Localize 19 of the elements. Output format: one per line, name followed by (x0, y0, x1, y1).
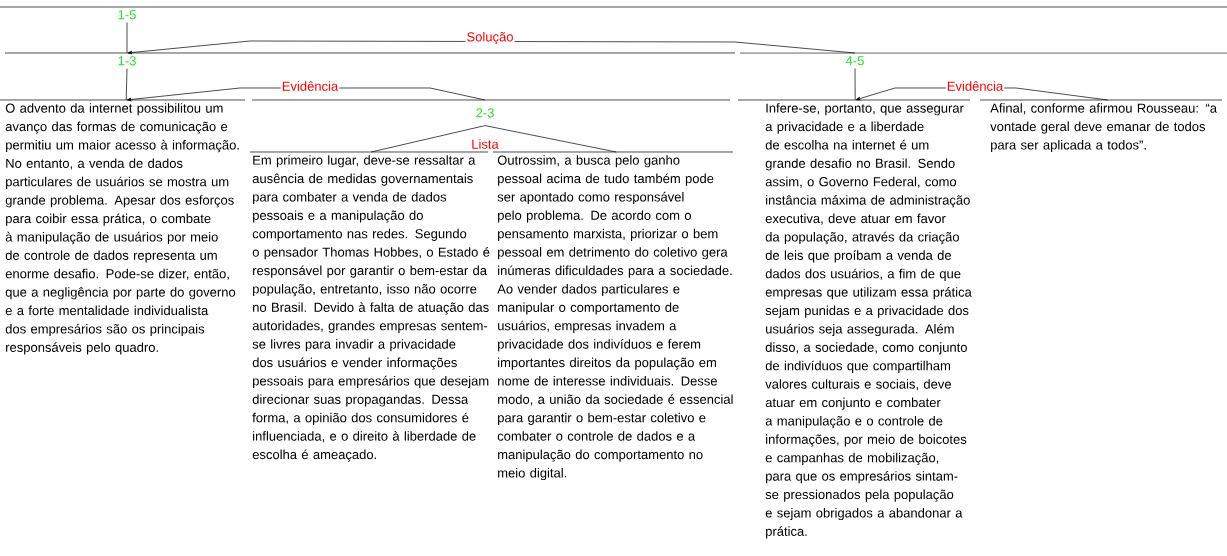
relation-label: Evidência (945, 80, 1005, 92)
connector-line (854, 68, 856, 101)
span-node: 4-5 (739, 52, 1227, 66)
text-segment: O advento da internet possibilitou um avanço das formas de comunicação e permitiu um maior acesso à informação. No entanto, a venda de dados particulares de usuários se mostra um grande problema. Apesar dos esforços para coibir essa prática, o combate à manipulação de usuários por meio de controle de dados representa um enorme desafio. Pode-se dizer, então, que a negligência por parte do governo e a forte mentalidade individualista dos empresários são os principais responsáveis pelo quadro. (0, 99, 246, 355)
relation-label: Lista (472, 139, 499, 149)
connector-line (484, 125, 617, 153)
relation-label: Solução (465, 30, 515, 46)
span-node: 1-5 (0, 6, 1227, 20)
relation-label: Evidência (280, 80, 340, 92)
arrow (127, 40, 856, 55)
span-node: 2-3 (251, 99, 731, 118)
text-segment: Infere-se, portanto, que assegurar a privacidade e a liberdade de escolha na internet é um grande desafio no Brasil. Sendo assim, o Governo Federal, como instância máxima de administração executiva, deve atuar em favor da população, através da criação de leis que proíbam a venda de dados dos usuários, a fim de que empresas que utilizam essa prática sejam punidas e a privacidade dos usuários seja assegurada. Além disso, a sociedade, como conjunto de indivíduos que compartilham valores culturais e sociais, deve atuar em conjunto e combater a manipulação e o controle de informações, por meio de boicotes e campanhas de mobilização, para que os empresários sintam-se pressionados pela população e sejam obrigados a abandonar a prática. (737, 99, 972, 539)
text-segment: Em primeiro lugar, deve-se ressaltar a ausência de medidas governamentais para combater a venda de dados pessoais e a manipulação do comportamento nas redes. Segundo o pensador Thomas Hobbes, o Estado é responsável por garantir o bem-estar da população, entretanto, isso não ocorre no Brasil. Devido à falta de atuação das autoridades, grandes empresas sentem-se livres para invadir a privacidade dos usuários e vender informações pessoais para empresários que desejam direcionar suas propagandas. Dessa forma, a opinião dos consumidores é influenciada, e o direito à liberdade de escolha é ameaçado. (249, 151, 490, 462)
text-segment: Outrossim, a busca pelo ganho pessoal acima de tudo também pode ser apontado como responsável pelo problema. De acordo com o pensamento marxista, priorizar o bem pessoal em detrimento do coletivo gera inúmeras dificuldades para a sociedade. Ao vender dados particulares e manipular o comportamento de usuários, empresas invadem a privacidade dos indivíduos e ferem importantes direitos da população em nome de interesse individuais. Desse modo, a união da sociedade é essencial para garantir o bem-estar coletivo e combater o controle de dados e a manipulação do comportamento no meio digital. (492, 151, 734, 481)
text-segment: Afinal, conforme afirmou Rousseau: “a vontade geral deve emanar de todos para ser aplicada a todos”. (979, 99, 1223, 153)
span-node: 1-3 (4, 52, 736, 66)
connector-line (125, 68, 128, 101)
connector-line (370, 125, 486, 153)
connector-line (126, 22, 128, 54)
